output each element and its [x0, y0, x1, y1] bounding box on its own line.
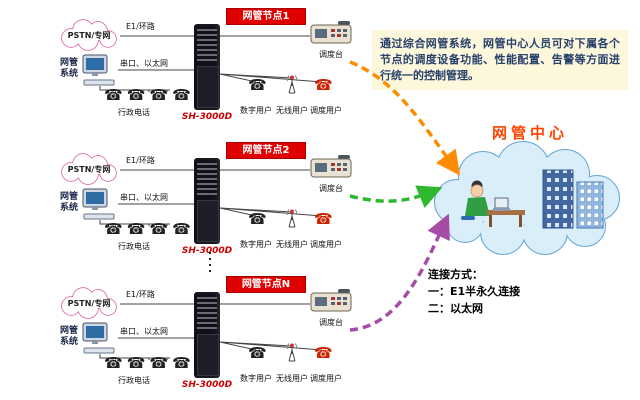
server-model-label: SH-3000D	[181, 246, 233, 256]
server-vents	[197, 163, 217, 195]
node-panel-n: 网管节点N PSTN/专网 E1/环路 串口、以太网 网管系统 SH	[58, 276, 373, 398]
wireless-user-label: 无线用户	[276, 374, 308, 383]
telephone-icon: ☎	[126, 354, 146, 372]
telephone-icon: ☎	[149, 220, 169, 238]
operator-icon	[461, 180, 525, 227]
server-model-label: SH-3000D	[181, 380, 233, 390]
server-cabinet	[194, 292, 220, 378]
admin-phones-label: 行政电话	[118, 108, 150, 117]
digital-user-phone-icon: ☎	[248, 344, 267, 362]
telephone-icon: ☎	[104, 86, 123, 104]
serial-link-label: 串口、以太网	[120, 193, 168, 202]
node-title-badge: 网管节点1	[226, 8, 306, 25]
dispatch-console-icon	[310, 289, 352, 312]
node-panel-1: 网管节点1 PSTN/专网 E1/环路 串口、以太网 网管系统 SH	[58, 8, 373, 130]
admin-phones-label: 行政电话	[118, 376, 150, 385]
node-connection-lines	[99, 169, 323, 226]
node-connection-lines	[99, 35, 323, 92]
pstn-cloud: PSTN/专网	[58, 286, 120, 320]
admin-phone-row: ☎ ☎ ☎ ☎	[104, 356, 191, 371]
server-door	[197, 334, 219, 376]
computer-icon	[82, 322, 115, 354]
cloud-shape-icon	[61, 287, 117, 319]
buildings-icon	[542, 169, 604, 229]
telephone-icon: ☎	[172, 86, 191, 104]
admin-phone-row: ☎ ☎ ☎ ☎	[104, 222, 191, 237]
nmc-title: 网管中心	[491, 124, 568, 142]
digital-user-phone-icon: ☎	[248, 76, 267, 94]
pstn-cloud-label: PSTN/专网	[67, 164, 111, 174]
legend-heading: 连接方式：	[428, 268, 483, 281]
dispatch-user-phone-icon: ☎	[314, 344, 333, 362]
dispatch-console-icon	[310, 155, 352, 178]
server-door	[197, 66, 219, 108]
pstn-cloud: PSTN/专网	[58, 152, 120, 186]
telephone-icon: ☎	[172, 354, 191, 372]
computer-icon	[82, 54, 115, 86]
dispatch-console-icon	[310, 21, 352, 44]
nms-label: 网管系统	[60, 192, 79, 213]
wireless-user-label: 无线用户	[276, 106, 308, 115]
server-cabinet	[194, 24, 220, 110]
node-panel-2: 网管节点2 PSTN/专网 E1/环路 串口、以太网 网管系统 SH	[58, 142, 373, 264]
node-title-badge: 网管节点N	[226, 276, 306, 293]
node-title-badge: 网管节点2	[226, 142, 306, 159]
description-box: 通过综合网管系统，网管中心人员可对下属各个节点的调度设备功能、性能配置、告警等方…	[372, 30, 628, 90]
wireless-user-label: 无线用户	[276, 240, 308, 249]
dispatch-user-phone-icon: ☎	[314, 76, 333, 94]
digital-user-label: 数字用户	[240, 374, 272, 383]
server-cabinet	[194, 158, 220, 244]
connection-legend: 连接方式： 一：E1半永久连接 二：以太网	[428, 266, 520, 317]
cloud-shape-icon	[61, 19, 117, 51]
digital-user-label: 数字用户	[240, 240, 272, 249]
legend-item-e1: 一：E1半永久连接	[428, 285, 521, 298]
wireless-antenna-icon	[286, 343, 298, 362]
server-door	[197, 200, 219, 242]
node-connection-lines	[99, 303, 323, 360]
serial-link-label: 串口、以太网	[120, 59, 168, 68]
legend-item-ethernet: 二：以太网	[428, 302, 483, 315]
dispatch-user-phone-icon: ☎	[314, 210, 333, 228]
digital-user-label: 数字用户	[240, 106, 272, 115]
pstn-cloud-label: PSTN/专网	[67, 298, 111, 308]
server-vents	[197, 29, 217, 61]
dispatch-console-label: 调度台	[319, 318, 343, 327]
telephone-icon: ☎	[126, 86, 146, 104]
dispatch-user-label: 调度用户	[310, 106, 342, 115]
digital-user-phone-icon: ☎	[248, 210, 267, 228]
telephone-icon: ☎	[126, 220, 146, 238]
e1-link-label: E1/环路	[126, 22, 155, 31]
dispatch-user-label: 调度用户	[310, 374, 342, 383]
server-vents	[197, 297, 217, 329]
telephone-icon: ☎	[172, 220, 191, 238]
telephone-icon: ☎	[149, 354, 169, 372]
pstn-cloud-label: PSTN/专网	[67, 30, 111, 40]
pstn-cloud: PSTN/专网	[58, 18, 120, 52]
network-center-cloud	[434, 141, 620, 255]
admin-phone-row: ☎ ☎ ☎ ☎	[104, 88, 191, 103]
server-model-label: SH-3000D	[181, 112, 233, 122]
cloud-shape-icon	[61, 153, 117, 185]
computer-icon	[82, 188, 115, 220]
dispatch-user-label: 调度用户	[310, 240, 342, 249]
nms-label: 网管系统	[60, 58, 79, 79]
wireless-antenna-icon	[286, 75, 298, 94]
serial-link-label: 串口、以太网	[120, 327, 168, 336]
dispatch-console-label: 调度台	[319, 50, 343, 59]
nms-label: 网管系统	[60, 326, 79, 347]
dispatch-console-label: 调度台	[319, 184, 343, 193]
admin-phones-label: 行政电话	[118, 242, 150, 251]
e1-link-label: E1/环路	[126, 290, 155, 299]
telephone-icon: ☎	[104, 354, 123, 372]
wireless-antenna-icon	[286, 209, 298, 228]
e1-link-label: E1/环路	[126, 156, 155, 165]
telephone-icon: ☎	[149, 86, 169, 104]
telephone-icon: ☎	[104, 220, 123, 238]
